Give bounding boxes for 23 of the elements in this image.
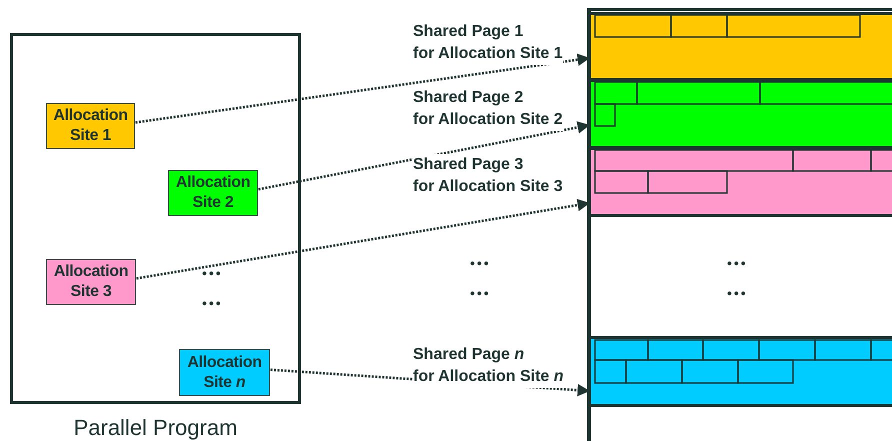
shared-page-band	[591, 12, 892, 81]
program-title: Parallel Program	[72, 415, 238, 441]
allocation-site-box	[179, 349, 270, 396]
shared-page-band	[591, 79, 892, 149]
site-label: Allocation Site 2	[174, 173, 252, 213]
allocation-site-box	[168, 170, 258, 216]
allocation-site-box	[46, 103, 135, 149]
ellipsis-dots: •••	[202, 295, 223, 311]
shared-page-band	[591, 336, 892, 407]
page-caption: Shared Page 1 for Allocation Site 1	[413, 21, 563, 65]
ellipsis-dots: •••	[470, 255, 491, 271]
ellipsis-dots: •••	[470, 285, 491, 301]
site-label: Allocation Site n	[186, 352, 263, 392]
page-caption: Shared Page n for Allocation Site n	[413, 344, 564, 388]
ellipsis-dots: •••	[202, 265, 223, 281]
memory-column	[587, 8, 892, 441]
ellipsis-dots: •••	[727, 255, 748, 271]
shared-page-band	[591, 147, 892, 217]
site-label: Allocation Site 1	[52, 106, 129, 146]
site-label: Allocation Site 3	[52, 262, 130, 302]
ellipsis-dots: •••	[727, 285, 748, 301]
allocation-site-box	[46, 259, 136, 305]
page-caption: Shared Page 2 for Allocation Site 2	[413, 87, 563, 131]
